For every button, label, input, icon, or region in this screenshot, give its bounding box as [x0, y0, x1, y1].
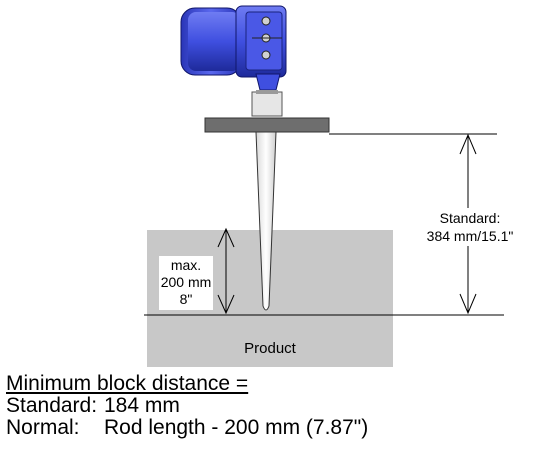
notes-row-normal: Normal: Rod length - 200 mm (7.87"): [6, 417, 368, 439]
notes-key: Standard:: [6, 394, 98, 417]
standard-value: 384 mm/15.1": [427, 228, 514, 244]
notes-key: Normal:: [6, 416, 80, 439]
sensor-neck: [251, 91, 283, 117]
notes-value: 184 mm: [104, 394, 180, 417]
flange: [204, 117, 330, 133]
max-label-line2: 200 mm: [161, 274, 212, 290]
level-sensor-diagram: Product Standard: 384 mm/15.1" max. 200 …: [144, 5, 514, 367]
sensor-housing-icon: [180, 5, 287, 91]
max-depth-arrow: [217, 227, 235, 315]
notes-value: Rod length - 200 mm (7.87"): [104, 416, 369, 439]
notes-heading: Minimum block distance =: [6, 372, 249, 395]
rod-probe: [255, 131, 277, 311]
product-label: Product: [244, 340, 297, 357]
max-label-line3: 8": [180, 291, 193, 307]
block-distance-notes: Minimum block distance = Standard: 184 m…: [6, 373, 368, 439]
standard-title: Standard:: [440, 210, 501, 226]
notes-row-standard: Standard: 184 mm: [6, 395, 368, 417]
max-label-line1: max.: [171, 257, 201, 273]
